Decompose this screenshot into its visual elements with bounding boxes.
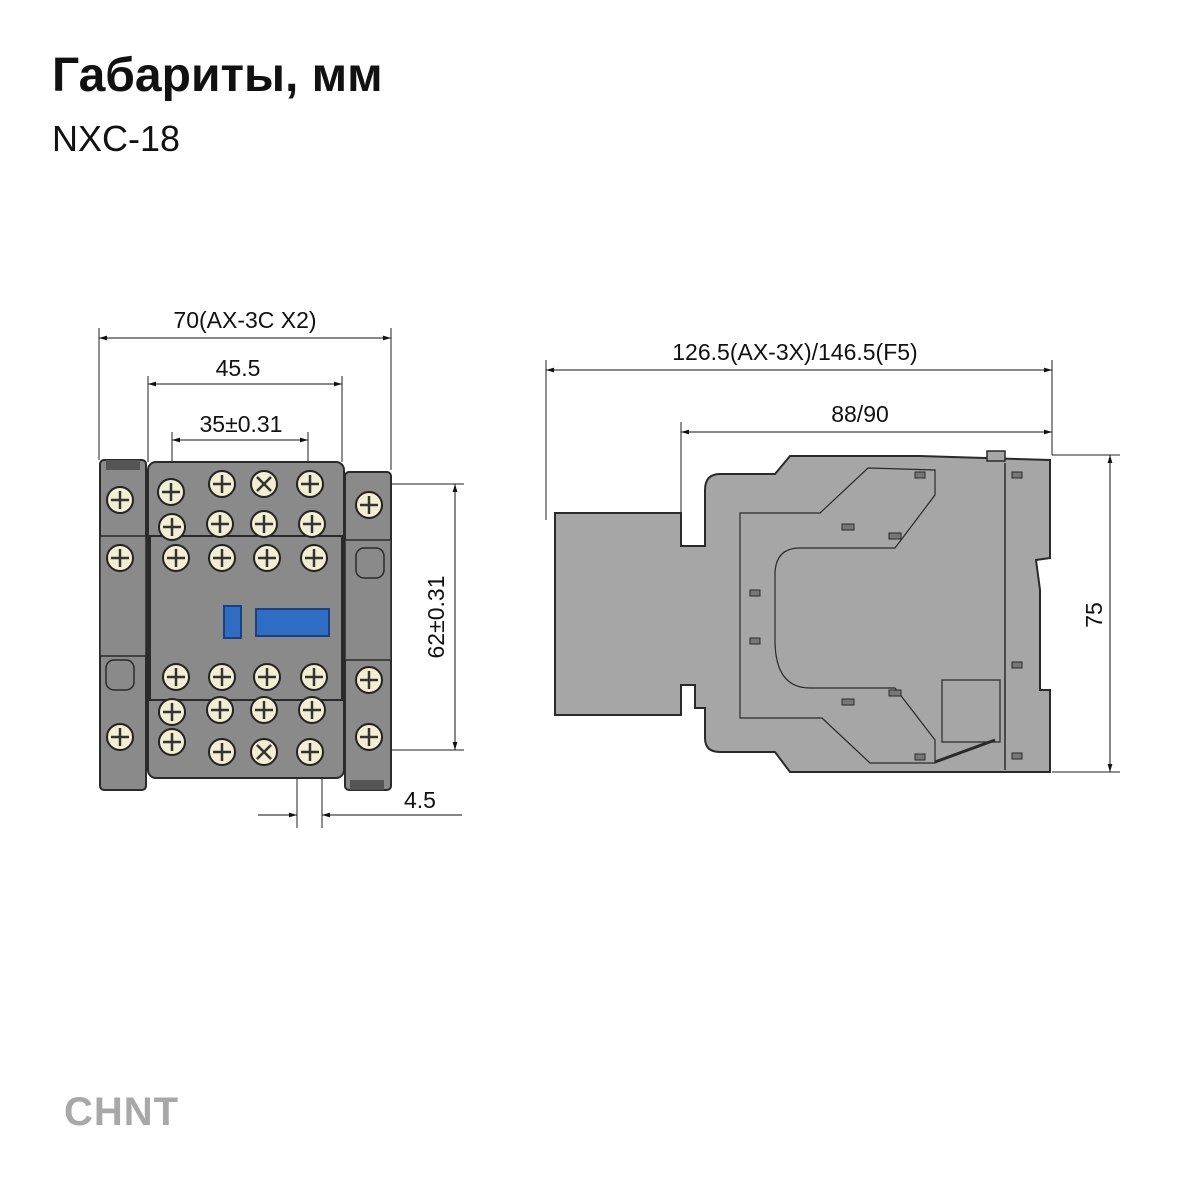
dim-front-width: 70(AX-3C X2) bbox=[173, 307, 316, 333]
dimension-lines bbox=[99, 335, 1113, 818]
dim-mount-spacing: 35±0.31 bbox=[200, 411, 283, 437]
dim-side-height: 75 bbox=[1081, 602, 1107, 628]
screw-slot bbox=[360, 671, 378, 689]
screw-slot bbox=[213, 549, 231, 567]
screw-slot bbox=[162, 483, 180, 501]
dim-side-total: 126.5(AX-3X)/146.5(F5) bbox=[672, 339, 917, 365]
screw-slot bbox=[111, 491, 129, 509]
screw-slot bbox=[360, 728, 378, 746]
side-body bbox=[554, 455, 1051, 773]
screw-slot bbox=[163, 733, 181, 751]
screw-slot bbox=[301, 475, 319, 493]
dimension-labels: 70(AX-3C X2) 45.5 35±0.31 62±0.31 4.5 12… bbox=[173, 307, 1107, 813]
window-icon bbox=[355, 547, 385, 579]
screw-slot bbox=[303, 701, 321, 719]
screw-slot bbox=[211, 515, 229, 533]
side-view bbox=[554, 450, 1051, 773]
screw-slot bbox=[213, 475, 231, 493]
screw-slot bbox=[213, 668, 231, 686]
screw-slot bbox=[163, 518, 181, 536]
screw-slot bbox=[213, 743, 231, 761]
screw-slot bbox=[305, 549, 323, 567]
chint-logo: CHNT bbox=[64, 1090, 180, 1134]
dim-mount-height: 62±0.31 bbox=[423, 576, 449, 659]
indicator-window bbox=[223, 605, 242, 639]
dim-side-body: 88/90 bbox=[831, 401, 889, 427]
label-window bbox=[255, 608, 330, 637]
model-name: NXC-18 bbox=[52, 118, 181, 159]
screw-slot bbox=[111, 549, 129, 567]
screw-slot bbox=[163, 703, 181, 721]
front-view bbox=[99, 459, 392, 791]
screw-slot bbox=[258, 668, 276, 686]
screw-slot bbox=[360, 496, 378, 514]
dim-hole: 4.5 bbox=[404, 787, 436, 813]
dim-front-body-width: 45.5 bbox=[216, 355, 261, 381]
window-icon bbox=[105, 659, 135, 691]
screw-slot bbox=[256, 476, 272, 492]
screw-slot bbox=[255, 701, 273, 719]
screw-slot bbox=[305, 668, 323, 686]
screw-slot bbox=[167, 549, 185, 567]
screw-slot bbox=[111, 728, 129, 746]
screw-slot bbox=[301, 743, 319, 761]
screw-slot bbox=[256, 744, 272, 760]
screw-slot bbox=[258, 549, 276, 567]
screw-slot bbox=[167, 668, 185, 686]
screw-slot bbox=[255, 515, 273, 533]
screw-slot bbox=[303, 515, 321, 533]
screw-slot bbox=[211, 701, 229, 719]
page-title: Габариты, мм bbox=[52, 49, 383, 102]
